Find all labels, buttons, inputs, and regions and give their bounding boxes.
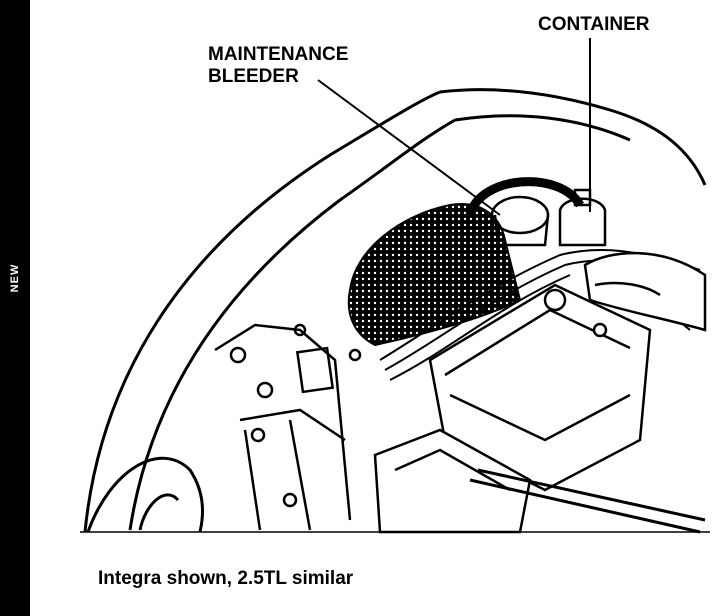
- battery-box: [373, 428, 532, 534]
- wheel-arch: [86, 456, 204, 533]
- container-callout: CONTAINER: [538, 14, 650, 35]
- hand-figure: [583, 251, 707, 332]
- maintenance-bleeder-leader: [317, 79, 501, 216]
- maintenance-bleeder-callout-line1: MAINTENANCE: [208, 44, 349, 65]
- maintenance-bleeder-callout-line2: BLEEDER: [208, 66, 299, 87]
- maintenance-bleeder-callout: MAINTENANCE BLEEDER: [208, 44, 348, 88]
- engine-cover: [347, 203, 522, 347]
- radiator-support: [214, 323, 362, 531]
- side-tab: NEW: [0, 0, 30, 616]
- leader-lines: [317, 38, 591, 216]
- figure-caption: Integra shown, 2.5TL similar: [98, 568, 354, 589]
- support-rod: [469, 468, 706, 534]
- maintenance-bleeder-part: [465, 177, 584, 247]
- container-part: [558, 188, 607, 247]
